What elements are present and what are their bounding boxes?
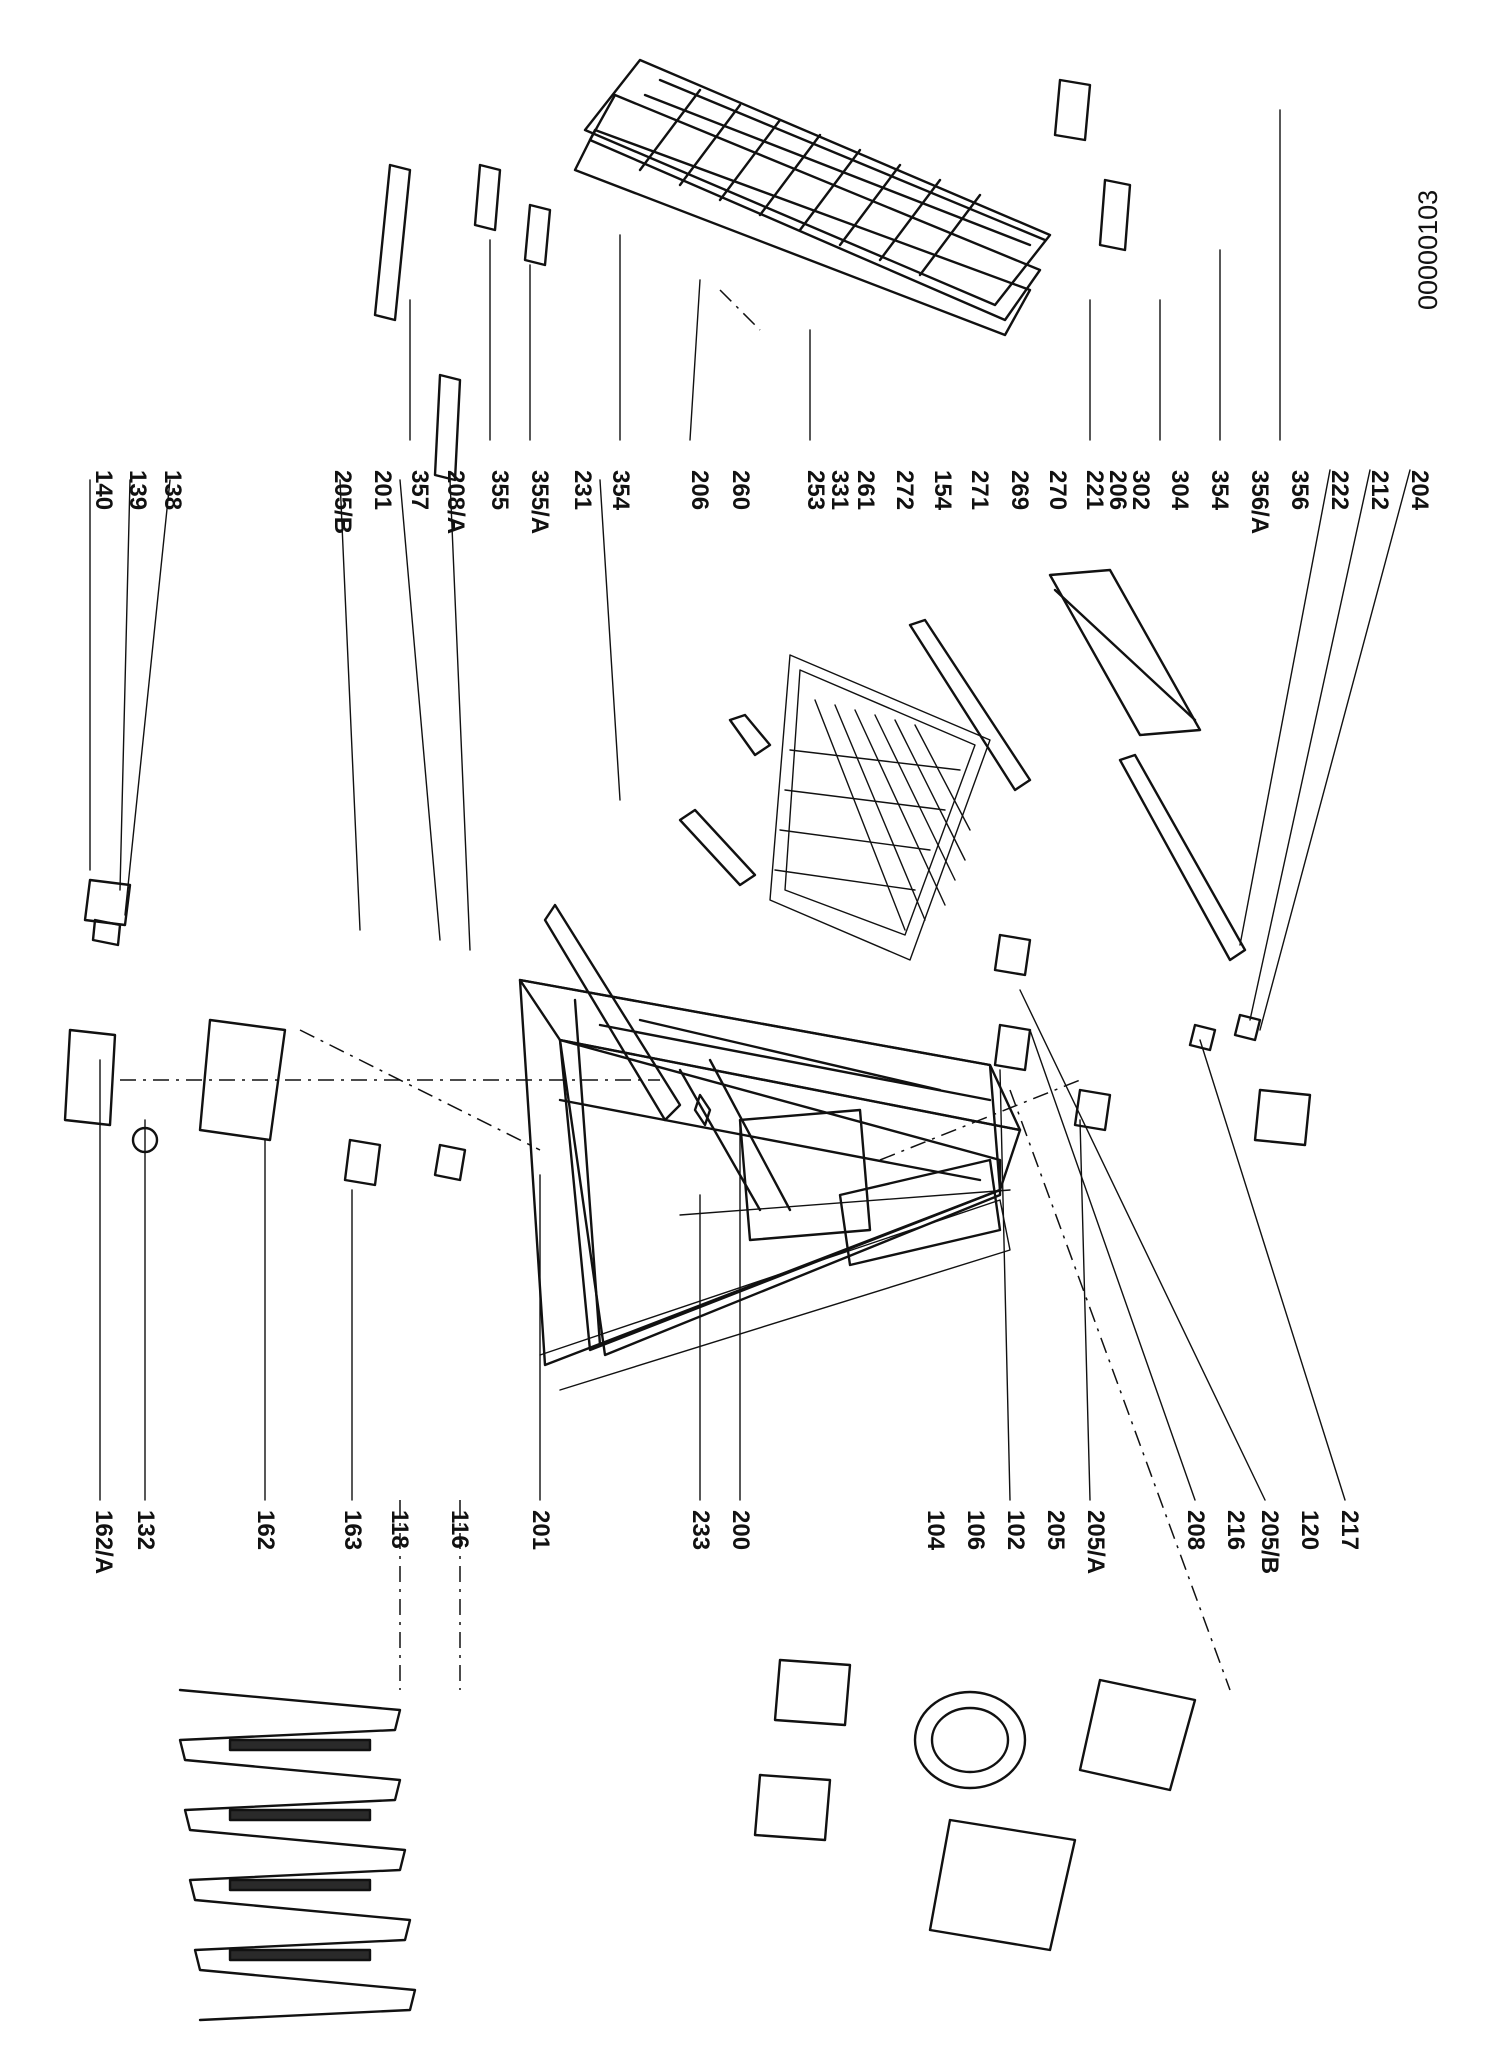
callout-label: 302 bbox=[1127, 470, 1154, 510]
callout-label: 260 bbox=[727, 470, 754, 510]
callout-label: 205 bbox=[1042, 1510, 1069, 1550]
callout-label: 356/A bbox=[1246, 470, 1273, 534]
callout-label: 208/A bbox=[442, 470, 469, 534]
callout-label: 356 bbox=[1286, 470, 1313, 510]
condenser-coil bbox=[178, 1688, 417, 2022]
callout-label: 206 bbox=[1104, 470, 1131, 510]
door-panel-assembly bbox=[573, 58, 1052, 337]
callout-label: 261 bbox=[852, 470, 879, 510]
callout-label: 233 bbox=[687, 1510, 714, 1550]
callout-label: 205/B bbox=[329, 470, 356, 534]
callout-label: 106 bbox=[962, 1510, 989, 1550]
callout-label: 271 bbox=[966, 470, 993, 510]
callout-label: 216 bbox=[1222, 1510, 1249, 1550]
callout-label: 272 bbox=[891, 470, 918, 510]
compressor-unit bbox=[753, 1658, 1197, 1952]
cabinet-body bbox=[518, 978, 1022, 1367]
callout-label: 221 bbox=[1081, 470, 1108, 510]
callout-label: 118 bbox=[386, 1510, 413, 1549]
callout-label: 253 bbox=[802, 470, 829, 510]
callout-label: 201 bbox=[369, 470, 396, 510]
callout-label: 354 bbox=[1206, 470, 1233, 511]
solid-leader-lines bbox=[89, 109, 1411, 1501]
callout-label: 231 bbox=[569, 470, 596, 510]
callout-labels-top: 140 139 138 205/B 201 357 208/A 355 355/… bbox=[90, 470, 1433, 534]
callout-label: 205/A bbox=[1082, 1510, 1109, 1574]
callout-label: 208 bbox=[1182, 1510, 1209, 1550]
callout-label: 102 bbox=[1002, 1510, 1029, 1550]
callout-label: 201 bbox=[527, 1510, 554, 1550]
callout-label: 140 bbox=[90, 470, 117, 510]
shelf-rails bbox=[543, 618, 1247, 1127]
control-parts bbox=[63, 878, 287, 1154]
callout-label: 217 bbox=[1336, 1510, 1363, 1550]
callout-label: 132 bbox=[132, 1510, 159, 1550]
glass-shelf bbox=[1048, 568, 1202, 737]
dash-leader-lines bbox=[120, 289, 1231, 1691]
callout-label: 304 bbox=[1166, 470, 1193, 511]
cabinet-front-frame bbox=[539, 1189, 1011, 1391]
callout-label: 139 bbox=[124, 470, 151, 510]
callout-labels-bottom: 162/A 132 162 163 118 116 201 233 200 10… bbox=[90, 1510, 1363, 1574]
callout-label: 354 bbox=[607, 470, 634, 511]
callout-label: 204 bbox=[1406, 470, 1433, 511]
callout-label: 357 bbox=[406, 470, 433, 510]
callout-label: 162 bbox=[252, 1510, 279, 1550]
callout-label: 270 bbox=[1044, 470, 1071, 510]
callout-label: 269 bbox=[1006, 470, 1033, 510]
callout-label: 212 bbox=[1366, 470, 1393, 510]
callout-label: 206 bbox=[686, 470, 713, 510]
callout-label: 120 bbox=[1296, 1510, 1323, 1550]
document-id: 00000103 bbox=[1413, 190, 1443, 310]
callout-label: 222 bbox=[1326, 470, 1353, 510]
callout-label: 355 bbox=[486, 470, 513, 510]
callout-label: 200 bbox=[727, 1510, 754, 1550]
callout-label: 205/B bbox=[1256, 1510, 1283, 1574]
callout-label: 163 bbox=[339, 1510, 366, 1550]
callout-label: 331 bbox=[826, 470, 853, 510]
callout-label: 355/A bbox=[526, 470, 553, 534]
callout-label: 154 bbox=[929, 470, 956, 511]
callout-label: 104 bbox=[922, 1510, 949, 1551]
callout-label: 162/A bbox=[90, 1510, 117, 1574]
hinges-and-small-parts bbox=[343, 78, 1312, 1187]
callout-label: 138 bbox=[159, 470, 186, 510]
wire-basket bbox=[769, 654, 991, 961]
callout-label: 116 bbox=[446, 1510, 473, 1549]
